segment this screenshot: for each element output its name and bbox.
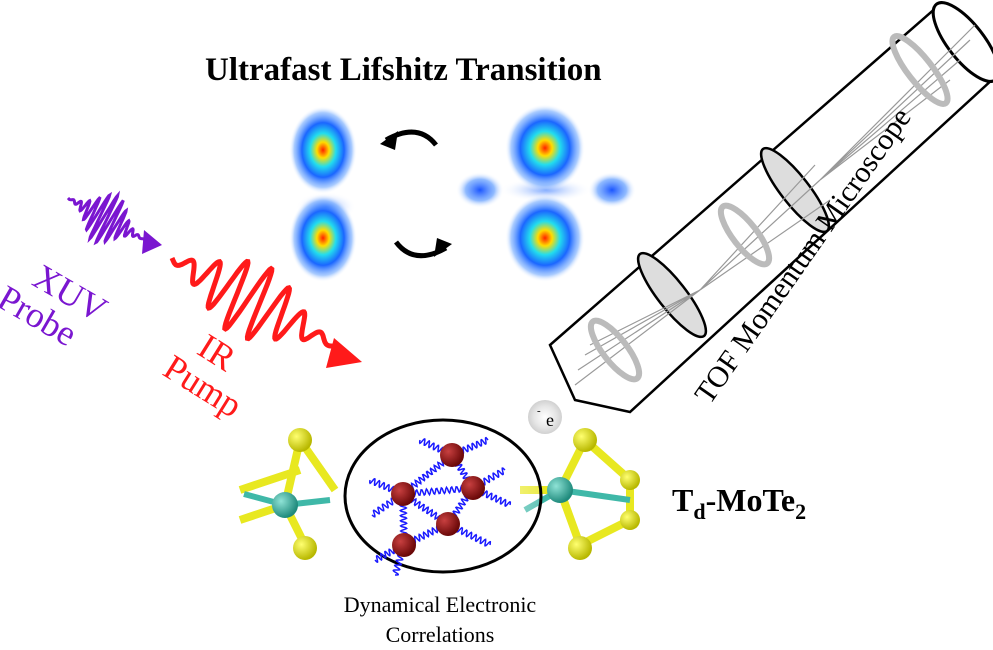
ir-pump-pulse [169, 256, 362, 368]
xuv-probe-pulse [66, 190, 162, 254]
electron-sphere [440, 443, 464, 467]
tof-microscope [548, 1, 993, 414]
fermi-surface-right [456, 104, 636, 282]
electron-sphere [461, 476, 485, 500]
material-label: Td-MoTe2 [672, 482, 806, 525]
electron-sphere [436, 512, 460, 536]
caption-line1: Dynamical Electronic [343, 592, 537, 617]
caption-line2: Correlations [385, 622, 495, 647]
diagram-title: Ultrafast Lifshitz Transition [205, 52, 602, 88]
material-sub-2: 2 [795, 499, 807, 524]
material-mote: -MoTe [705, 482, 796, 518]
fermi-surface-left [289, 106, 357, 282]
correlated-electrons [391, 443, 485, 557]
electron-sphere [392, 533, 416, 557]
electron-symbol: e [546, 410, 554, 430]
crystal-lattice [238, 428, 640, 560]
electron-charge: - [537, 405, 541, 417]
cycle-arrows [380, 129, 452, 259]
correlation-region [343, 418, 543, 576]
photoelectron: e- [528, 400, 562, 434]
correlation-caption: Dynamical Electronic Correlations [300, 590, 580, 650]
electron-sphere [391, 482, 415, 506]
material-t: T [672, 482, 694, 518]
electron-label: e- [537, 405, 554, 430]
material-sub-d: d [693, 499, 706, 524]
